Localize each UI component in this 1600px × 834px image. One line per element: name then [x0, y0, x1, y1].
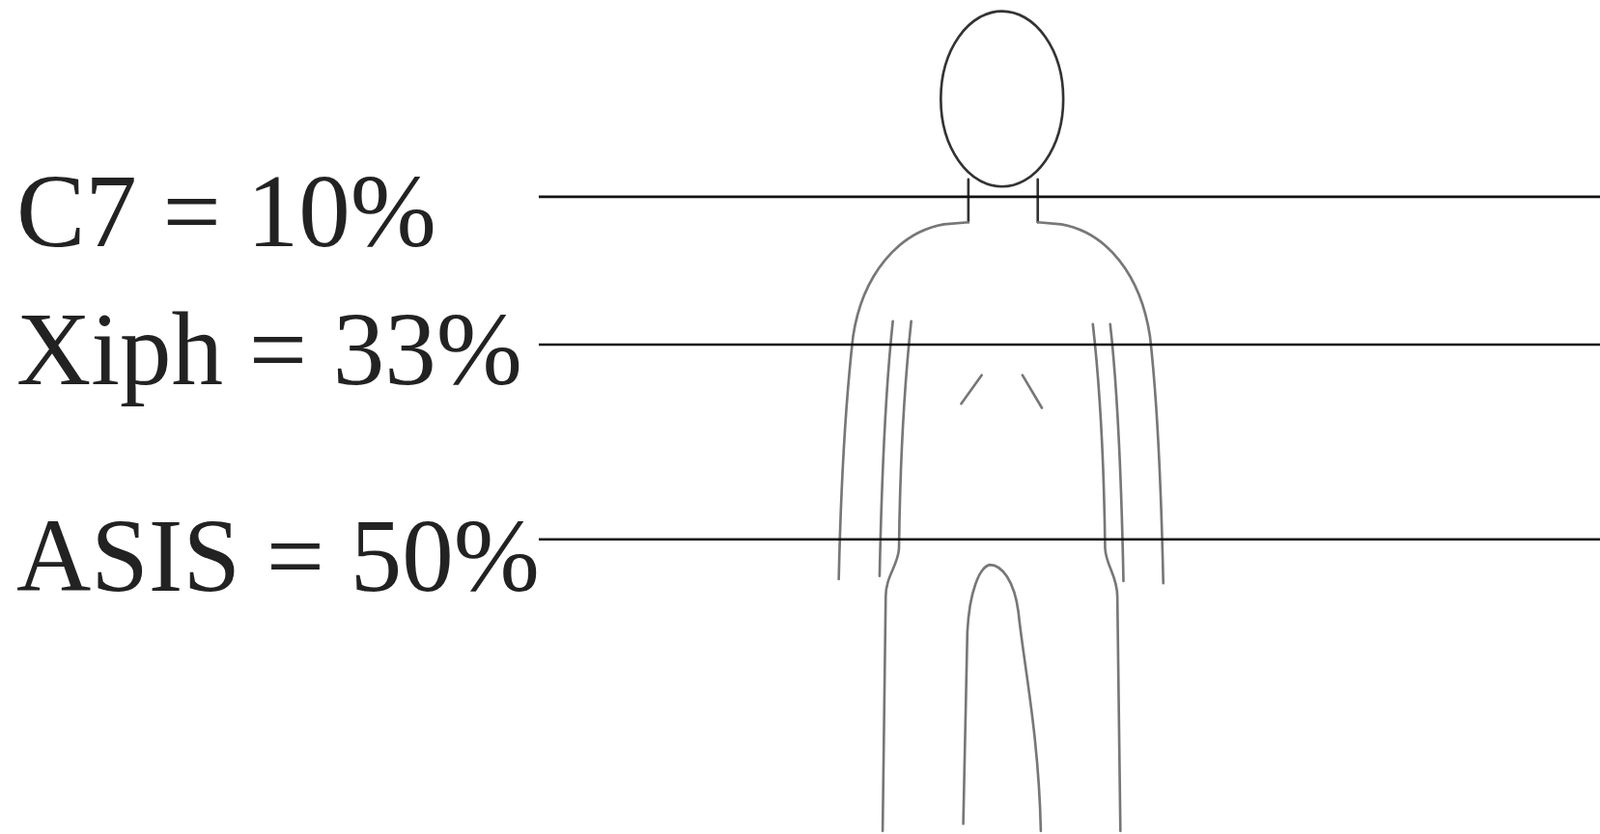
- c7-level-line: [538, 196, 1600, 199]
- xiphoid-mark: [960, 375, 1041, 409]
- neck-outline: [968, 179, 1039, 223]
- left-torso-leg: [882, 321, 912, 832]
- head-outline: [940, 11, 1064, 188]
- asis-level-line: [538, 537, 1600, 541]
- xiphoid-level-line: [538, 343, 1600, 347]
- left-inner-arm: [879, 321, 894, 577]
- level-label: C7 = 10%: [16, 160, 437, 264]
- level-label: Xiph = 33%: [16, 298, 523, 402]
- right-torso-leg: [1093, 324, 1122, 832]
- level-label: ASIS = 50%: [16, 505, 540, 609]
- right-inner-arm: [1110, 324, 1124, 582]
- inner-legs: [963, 564, 1041, 832]
